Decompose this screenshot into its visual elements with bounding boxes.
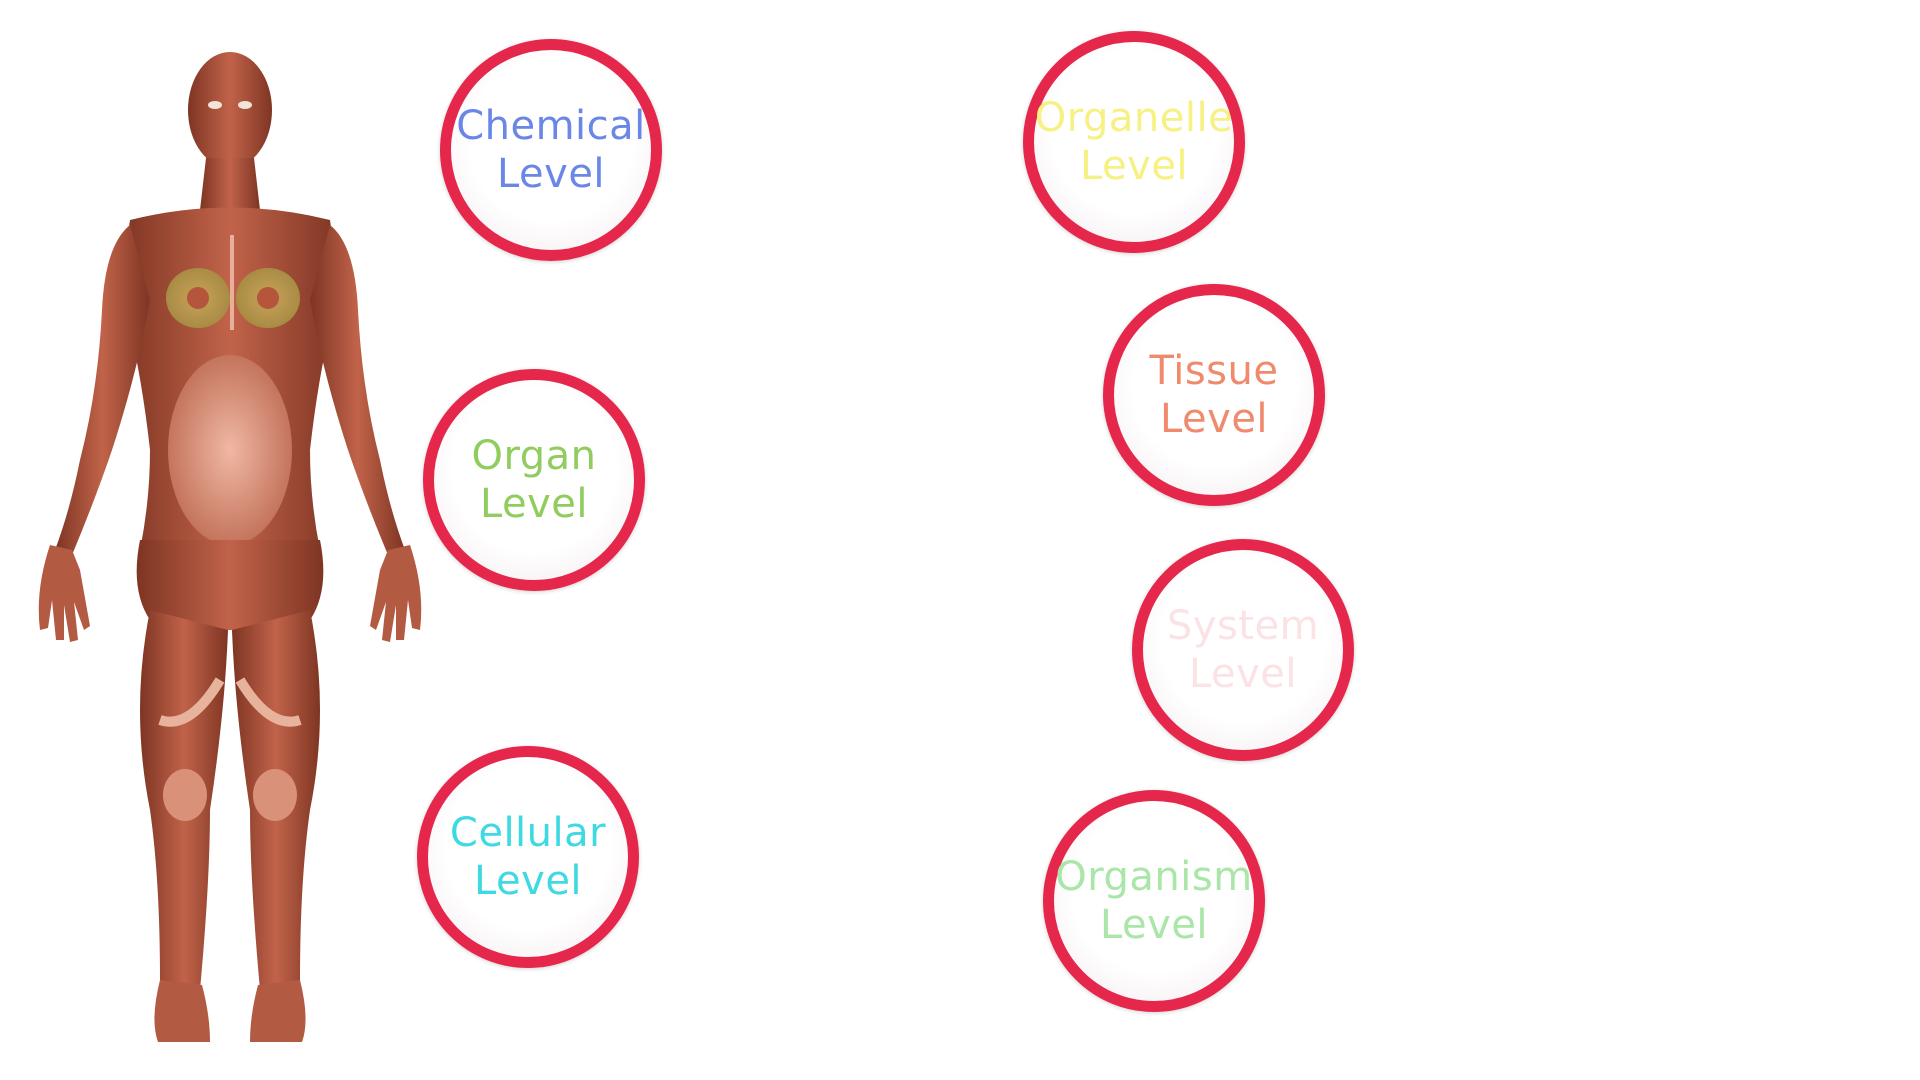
tissue-level-line1: Tissue (1149, 348, 1279, 394)
system-level-circle[interactable]: System Level (1132, 539, 1354, 761)
chemical-level-circle[interactable]: Chemical Level (440, 39, 662, 261)
tissue-level-line2: Level (1159, 396, 1269, 442)
human-muscle-figure (10, 30, 450, 1060)
organ-level-line1: Organ (471, 433, 597, 479)
organelle-level-line2: Level (1079, 143, 1189, 189)
organism-level-line1: Organism (1055, 854, 1253, 900)
organelle-level-circle[interactable]: Organelle Level (1023, 31, 1245, 253)
cellular-level-line1: Cellular (449, 810, 607, 856)
organ-level-line2: Level (479, 481, 589, 527)
system-level-line1: System (1166, 603, 1320, 649)
organelle-level-label: Organelle Level (1035, 94, 1233, 190)
cellular-level-label: Cellular Level (450, 809, 606, 905)
chemical-level-label: Chemical Level (456, 102, 646, 198)
organism-level-label: Organism Level (1055, 853, 1252, 949)
organ-level-label: Organ Level (472, 432, 597, 528)
organelle-level-line1: Organelle (1034, 95, 1234, 141)
organism-level-circle[interactable]: Organism Level (1043, 790, 1265, 1012)
chemical-level-line1: Chemical (456, 103, 646, 149)
organism-level-line2: Level (1099, 902, 1209, 948)
chemical-level-line2: Level (496, 151, 606, 197)
system-level-label: System Level (1167, 602, 1319, 698)
cellular-level-line2: Level (473, 858, 583, 904)
tissue-level-label: Tissue Level (1150, 347, 1279, 443)
organ-level-circle[interactable]: Organ Level (423, 369, 645, 591)
tissue-level-circle[interactable]: Tissue Level (1103, 284, 1325, 506)
cellular-level-circle[interactable]: Cellular Level (417, 746, 639, 968)
system-level-line2: Level (1188, 651, 1298, 697)
